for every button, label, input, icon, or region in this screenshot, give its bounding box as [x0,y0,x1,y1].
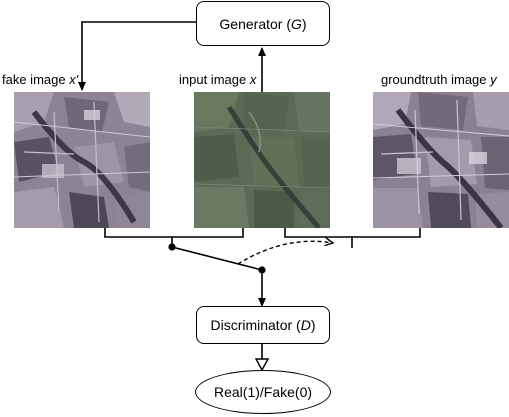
fake-image [14,92,150,228]
discriminator-box: Discriminator (D) [196,306,330,344]
output-label: Real(1)/Fake(0) [213,384,313,400]
fake-image-label: fake image x' [2,72,79,87]
switch-dashed-arrow [237,241,333,265]
bracket-fake-input [104,226,244,238]
switch-lever [171,246,263,271]
generator-label: Generator (G) [219,15,307,32]
discriminator-label: Discriminator (D) [210,317,316,333]
groundtruth-image [373,92,509,228]
output-ellipse: Real(1)/Fake(0) [195,370,331,414]
generator-to-fake-arrow [78,21,196,91]
input-image-label: input image x [179,72,257,87]
groundtruth-image-label: groundtruth image y [381,72,497,87]
input-image [194,92,330,228]
generator-box: Generator (G) [196,1,330,46]
